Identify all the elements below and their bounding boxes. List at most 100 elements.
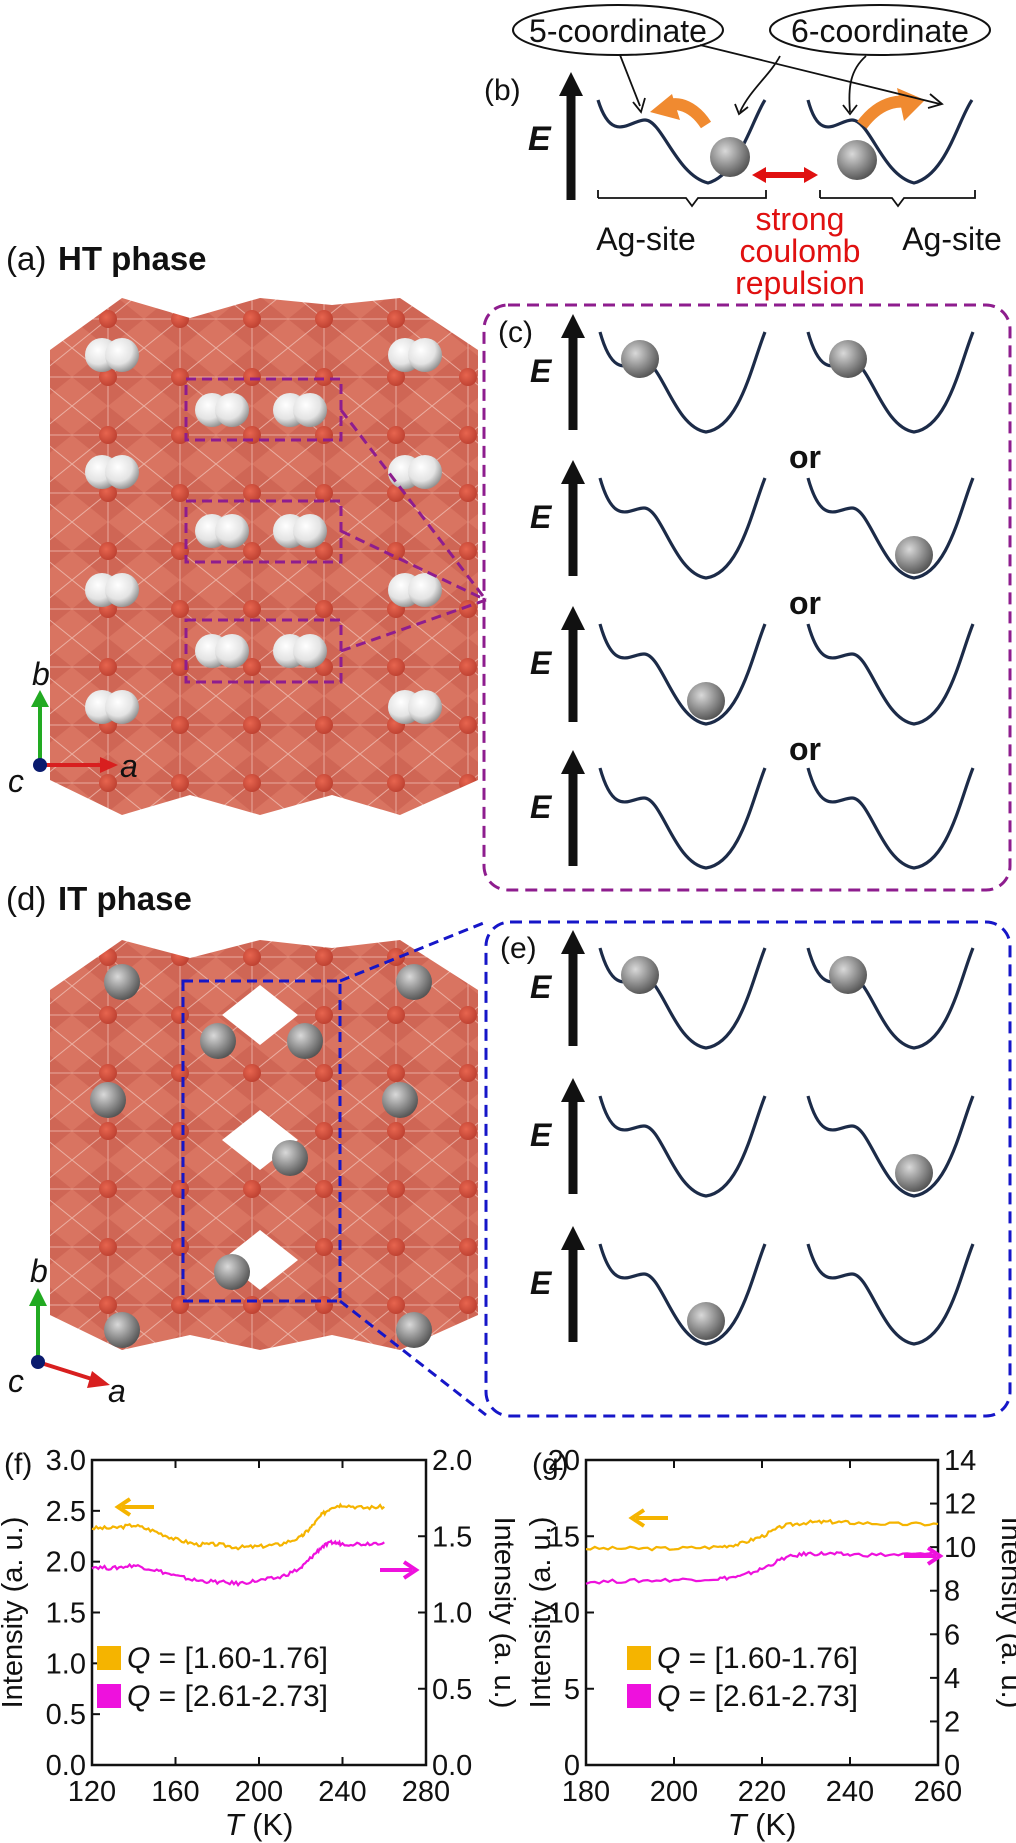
panel-d-label: (d) <box>6 880 46 917</box>
ag-atom <box>829 956 867 994</box>
plot-frame <box>584 1458 940 1767</box>
panel-d: (d) IT phase b a c <box>6 880 487 1417</box>
energy-row: E <box>530 1226 975 1346</box>
legend-swatch <box>627 1684 651 1708</box>
axis-c-label: c <box>8 1363 24 1399</box>
legend-swatch <box>627 1646 651 1670</box>
energy-row: E <box>530 314 975 434</box>
axis-b-label: b <box>30 1253 48 1289</box>
energy-label: E <box>530 499 553 535</box>
site-label-right: Ag-site <box>902 221 1002 257</box>
ag-atom <box>621 956 659 994</box>
pointer-arrow <box>739 55 781 113</box>
energy-label: E <box>530 645 553 681</box>
legend-entry: Q = [2.61-2.73] <box>127 1680 328 1713</box>
y-axis-label-left: Intensity (a. u.) <box>0 1517 29 1709</box>
axes-triad-a: b a c <box>8 656 138 799</box>
panel-b-label: (b) <box>484 74 521 107</box>
ag-atom <box>687 1302 725 1340</box>
panel-e-label: (e) <box>500 932 537 965</box>
axis-b-label: b <box>32 656 50 692</box>
y-tick-label-left: 2.0 <box>46 1547 86 1579</box>
legend-swatch <box>97 1646 121 1670</box>
axes-triad-d: b a c <box>8 1253 126 1409</box>
pointer-arrow <box>848 55 867 113</box>
or-label: or <box>789 585 821 621</box>
pointer-arrow <box>619 54 641 107</box>
y-tick-label-left: 0.5 <box>46 1699 86 1731</box>
x-tick-label: 240 <box>826 1776 874 1808</box>
double-well-curve-left <box>598 477 767 580</box>
double-well-curve-left <box>598 623 767 726</box>
double-well-curve-left <box>598 767 767 870</box>
y-axis-label-left: Intensity (a. u.) <box>525 1517 557 1709</box>
y-tick-label-right: 8 <box>944 1576 960 1608</box>
x-tick-label: 160 <box>151 1776 199 1808</box>
y-tick-label-right: 10 <box>944 1532 976 1564</box>
zoom-lines-purple <box>339 409 488 653</box>
axis-a-label: a <box>108 1373 126 1409</box>
panel-c: (c) E E E E or or or <box>482 303 1012 892</box>
ag-atom <box>895 1154 933 1192</box>
x-tick-label: 200 <box>235 1776 283 1808</box>
double-well-curve-right <box>806 99 974 185</box>
y-tick-label-right: 0 <box>944 1750 960 1782</box>
ag-chain-box <box>181 979 342 1303</box>
double-well-curve-right <box>806 623 975 726</box>
y-tick-label-left: 5 <box>564 1674 580 1706</box>
ag-atom <box>837 140 877 180</box>
x-tick-label: 120 <box>68 1776 116 1808</box>
y-tick-label-left: 2.5 <box>46 1496 86 1528</box>
double-well-curve-right <box>806 947 975 1050</box>
x-tick-label: 180 <box>562 1776 610 1808</box>
ag-atom <box>621 340 659 378</box>
or-label: or <box>789 439 821 475</box>
energy-row: E <box>530 750 975 870</box>
energy-row: E <box>530 460 975 580</box>
panel-f-label: (f) <box>4 1448 32 1481</box>
energy-arrow <box>559 72 583 200</box>
x-axis-label: T (K) <box>728 1807 797 1842</box>
panel-e-frame <box>484 920 1012 1418</box>
y-tick-label-right: 4 <box>944 1663 960 1695</box>
y-tick-label-right: 12 <box>944 1489 976 1521</box>
energy-row: E <box>530 930 975 1050</box>
double-well-curve-left <box>598 947 767 1050</box>
ag-atom <box>710 137 750 177</box>
y-axis-label-right: Intensity (a. u.) <box>488 1517 520 1709</box>
or-label: or <box>789 731 821 767</box>
double-well-curve-left <box>598 1095 767 1198</box>
energy-row: E <box>530 1078 975 1198</box>
ag-atoms-it <box>90 964 432 1348</box>
double-well-curve-right <box>806 1095 975 1198</box>
y-tick-label-left: 1.0 <box>46 1648 86 1680</box>
panel-a-label: (a) <box>6 240 46 277</box>
panel-e: (e) EEE <box>484 920 1012 1418</box>
y-tick-label-left: 0 <box>564 1750 580 1782</box>
energy-label: E <box>530 1265 553 1301</box>
repulsion-label: repulsion <box>735 265 865 301</box>
y-tick-label-right: 2.0 <box>432 1445 472 1477</box>
y-tick-label-right: 6 <box>944 1619 960 1651</box>
y-tick-label-left: 3.0 <box>46 1445 86 1477</box>
panel-c-label: (c) <box>498 316 533 349</box>
five-coord-label: 5-coordinate <box>529 13 707 49</box>
ag-atoms-ht <box>85 338 442 724</box>
ag-atom <box>829 340 867 378</box>
panel-a-title: HT phase <box>58 240 207 277</box>
repulsion-label: strong <box>756 201 845 237</box>
energy-label: E <box>530 789 553 825</box>
legend-entry: Q = [1.60-1.76] <box>657 1642 858 1675</box>
y-axis-label-right: Intensity (a. u.) <box>995 1517 1016 1709</box>
six-coord-label: 6-coordinate <box>791 13 969 49</box>
legend-swatch <box>97 1684 121 1708</box>
panel-c-frame <box>482 303 1012 892</box>
panel-a: (a) HT phase b <box>6 240 488 815</box>
legend-entry: Q = [2.61-2.73] <box>657 1680 858 1713</box>
y-tick-label-right: 0.5 <box>432 1674 472 1706</box>
five-coord-bubble <box>512 4 724 56</box>
double-well-curve-right <box>806 1243 975 1346</box>
y-tick-label-left: 10 <box>548 1598 580 1630</box>
double-well-curve-left <box>598 1243 767 1346</box>
